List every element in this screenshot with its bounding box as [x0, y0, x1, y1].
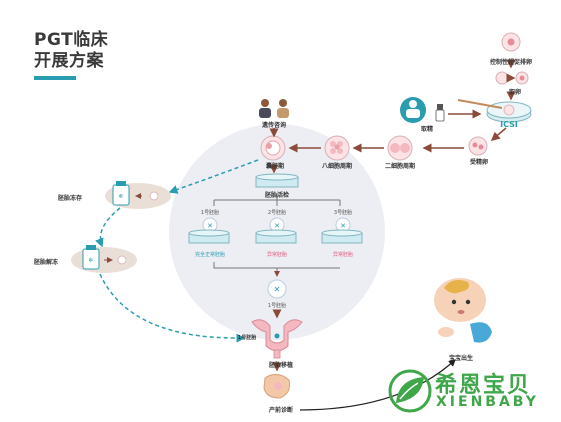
uterus-icon — [251, 319, 303, 359]
embryo-2-name: 2号胚胎 — [267, 210, 287, 216]
eight-cell-icon — [324, 135, 350, 161]
two-cell-icon — [387, 135, 413, 161]
svg-text:✕: ✕ — [340, 222, 346, 230]
svg-text:✕: ✕ — [274, 222, 280, 230]
title-line2: 开展方案 — [34, 51, 104, 71]
label-sperm-retrieval: 取精 — [420, 126, 434, 133]
label-thaw: 胚胎解冻 — [34, 259, 59, 266]
page-title: PGT临床 开展方案 — [34, 30, 108, 72]
embryo-dish-2: ✕ — [255, 217, 297, 244]
title-underline — [34, 76, 76, 80]
freeze-tank-icon: ❄ — [112, 181, 130, 206]
svg-text:❄: ❄ — [88, 257, 93, 264]
label-ovulation: 控制性超促排卵 — [489, 59, 533, 66]
selected-embryo-name: 1号胚胎 — [267, 303, 287, 309]
biopsy-dish — [255, 173, 299, 188]
prenatal-icon — [263, 374, 291, 399]
ovulation-icon — [501, 32, 521, 52]
thaw-arrow — [95, 207, 121, 248]
blastocyst-icon — [260, 135, 286, 161]
label-counseling: 遗传咨询 — [261, 122, 287, 129]
embryo-1-result: 完全正常胚胎 — [194, 252, 226, 258]
baby-icon — [434, 278, 492, 343]
svg-text:❄: ❄ — [118, 193, 123, 200]
thaw-to-transfer-arrow — [99, 273, 246, 343]
egg-retrieval-icon — [495, 71, 529, 85]
label-freeze: 胚胎冻存 — [58, 195, 83, 202]
embryo-dish-1: ✕ — [188, 217, 230, 244]
label-transfer: 胚胎移植 — [268, 362, 294, 369]
selected-embryo-icon: ✕ — [267, 279, 287, 299]
counseling-icon — [259, 99, 289, 118]
sperm-retrieval-icon — [400, 97, 482, 123]
uterus-embryo-name: 1号胚胎 — [237, 335, 257, 341]
embryo-3-result: 异常胚胎 — [332, 252, 354, 258]
embryo-1-name: 1号胚胎 — [200, 210, 220, 216]
embryo-3-name: 3号胚胎 — [333, 210, 353, 216]
svg-text:✕: ✕ — [274, 285, 281, 294]
title-line1: PGT临床 — [34, 30, 109, 50]
logo-text-cn: 希恩宝贝 — [435, 373, 532, 398]
logo-text-en: XIENBABY — [436, 394, 539, 410]
label-two-cell: 二细胞周期 — [384, 163, 416, 170]
freeze-arrow — [168, 159, 259, 194]
icsi-dish — [457, 99, 532, 123]
svg-text:✕: ✕ — [207, 222, 213, 230]
label-prenatal: 产前诊断 — [268, 407, 294, 414]
fertilized-egg-icon — [468, 136, 488, 156]
thaw-tank-icon: ❄ — [82, 245, 100, 270]
embryo-dish-3: ✕ — [321, 217, 363, 244]
label-icsi: ICSI — [500, 120, 518, 129]
label-egg-retrieval: 取卵 — [508, 89, 522, 96]
label-biopsy: 胚胎活检 — [264, 192, 290, 199]
label-blastocyst: 囊胚期 — [265, 163, 285, 170]
label-birth: 宝宝出生 — [448, 355, 474, 362]
label-eight-cell: 八细胞周期 — [321, 163, 353, 170]
brand-logo: 希恩宝贝 XIENBABY — [388, 367, 538, 417]
leaf-logo-icon — [388, 369, 432, 413]
to-birth-arrow — [299, 359, 456, 411]
embryo-2-result: 异常胚胎 — [266, 252, 288, 258]
label-fertilized: 受精卵 — [469, 159, 489, 166]
